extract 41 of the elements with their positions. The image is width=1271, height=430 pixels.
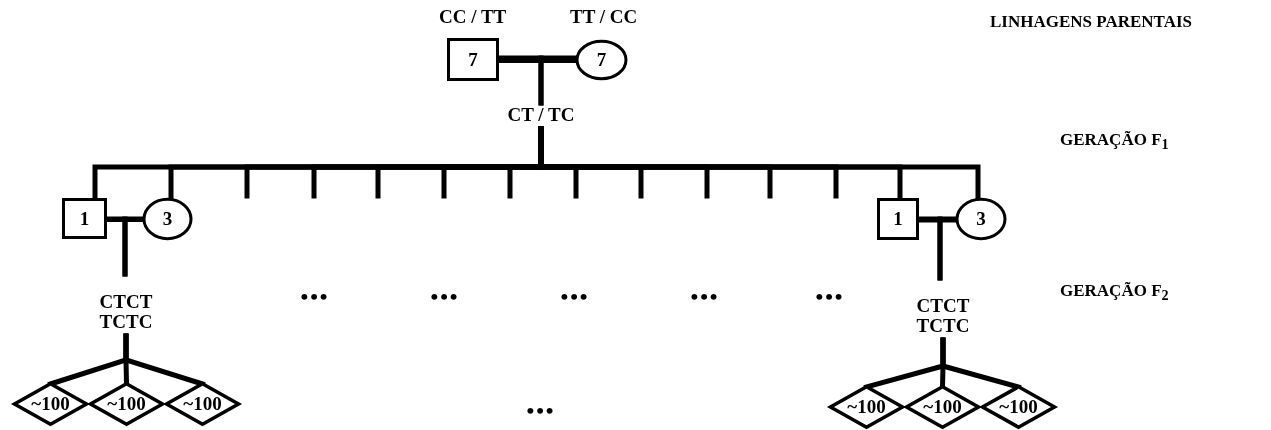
ellipsis-dots: ••• <box>560 284 590 310</box>
offspring-count: ~100 <box>847 397 886 417</box>
genotype-label: TT / CC <box>570 6 638 28</box>
individual-count: 7 <box>468 49 478 70</box>
individual-count: 1 <box>79 208 90 229</box>
genotype-text: CTCT TCTC <box>88 274 164 336</box>
diamond-symbol <box>905 386 980 428</box>
generation-label: GERAÇÃO F$_{2}$ <box>1060 281 1169 305</box>
circle-symbol <box>956 198 1006 240</box>
ellipsis-dots: ••• <box>300 284 330 310</box>
circle-symbol <box>143 198 192 240</box>
pedigree-line <box>123 333 205 387</box>
individual-count: 3 <box>976 209 986 229</box>
genotype-text: CT / TC <box>500 103 582 129</box>
circle-symbol <box>576 40 627 80</box>
ellipsis-dots: ••• <box>815 284 845 310</box>
diamond-symbol <box>981 386 1056 428</box>
ellipsis-dots: ••• <box>526 398 556 424</box>
ellipsis-dots: ••• <box>690 284 720 310</box>
diamond-symbol <box>89 383 164 425</box>
genotype-text: CTCT TCTC <box>905 278 981 340</box>
generation-label: LINHAGENS PARENTAIS <box>990 12 1192 32</box>
diamond-symbol <box>165 383 240 425</box>
generation-label: GERAÇÃO F$_{1}$ <box>1060 130 1169 154</box>
pedigree-line <box>538 126 839 199</box>
offspring-count: ~100 <box>923 397 962 417</box>
offspring-count: ~100 <box>183 394 222 414</box>
offspring-count: ~100 <box>999 397 1038 417</box>
square-symbol <box>447 38 499 81</box>
offspring-count: ~100 <box>107 394 146 414</box>
ellipsis-dots: ••• <box>430 284 460 310</box>
genotype-label: CC / TT <box>439 6 507 28</box>
pedigree-line <box>940 337 1021 390</box>
individual-count: 7 <box>596 50 607 70</box>
individual-count: 3 <box>162 209 173 229</box>
diamond-symbol <box>829 386 904 428</box>
square-symbol <box>62 198 107 239</box>
square-symbol <box>877 198 919 240</box>
individual-count: 1 <box>893 209 903 229</box>
offspring-count: ~100 <box>31 394 70 414</box>
diamond-symbol <box>13 383 88 425</box>
